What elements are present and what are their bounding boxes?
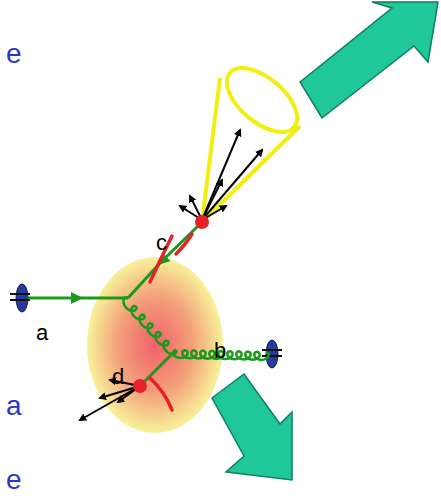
slide-text-fragment: e [6, 466, 22, 494]
gluon [123, 297, 176, 354]
jet-arrow [300, 2, 438, 118]
slide-text-fragment: a [6, 392, 22, 420]
jet-arrow [212, 374, 292, 480]
beam-lines [10, 294, 282, 356]
jet-cone [202, 56, 308, 222]
hadronisation-point [133, 379, 147, 393]
slide-text-fragment: e [6, 40, 22, 68]
parton-lines [28, 226, 198, 384]
hadron-tracks [80, 130, 262, 420]
hadronisation-point [195, 215, 209, 229]
proton [16, 284, 278, 368]
parton-label: d [112, 366, 124, 388]
parton-label: a [36, 322, 48, 344]
colour-string [150, 234, 192, 410]
collision-region [87, 257, 223, 433]
parton-label: b [214, 340, 226, 362]
parton-label: c [156, 232, 167, 254]
